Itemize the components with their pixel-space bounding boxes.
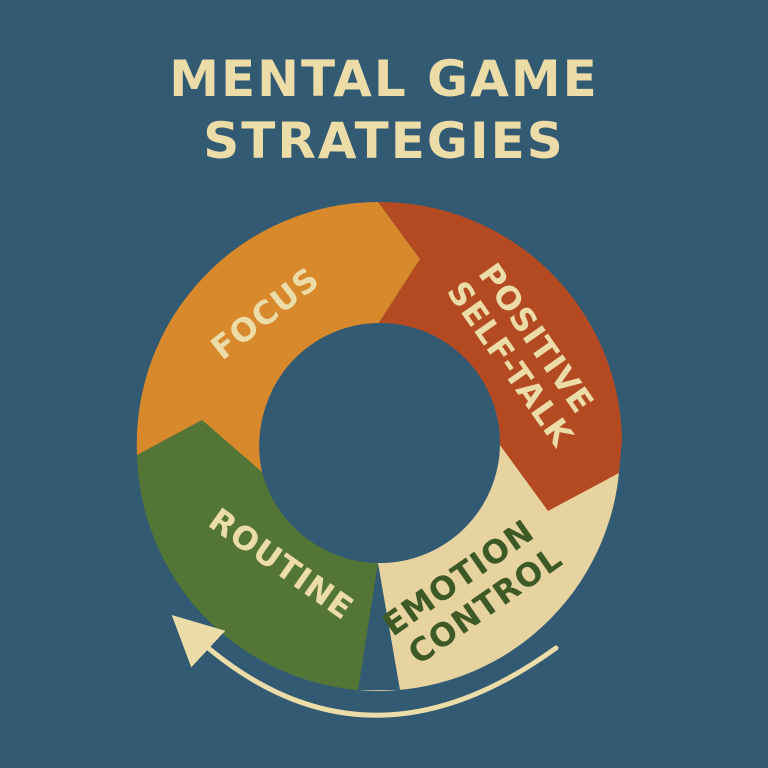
diagram-title: MENTAL GAME STRATEGIES: [0, 48, 768, 172]
segment-focus: [136, 202, 420, 472]
segment-positive-self-talk: [378, 201, 622, 511]
cycle-arrow-icon: [171, 614, 559, 718]
title-line-2: STRATEGIES: [203, 112, 565, 170]
title-line-1: MENTAL GAME: [169, 50, 599, 108]
center-hole: [260, 323, 500, 563]
segment-routine: [137, 420, 378, 690]
